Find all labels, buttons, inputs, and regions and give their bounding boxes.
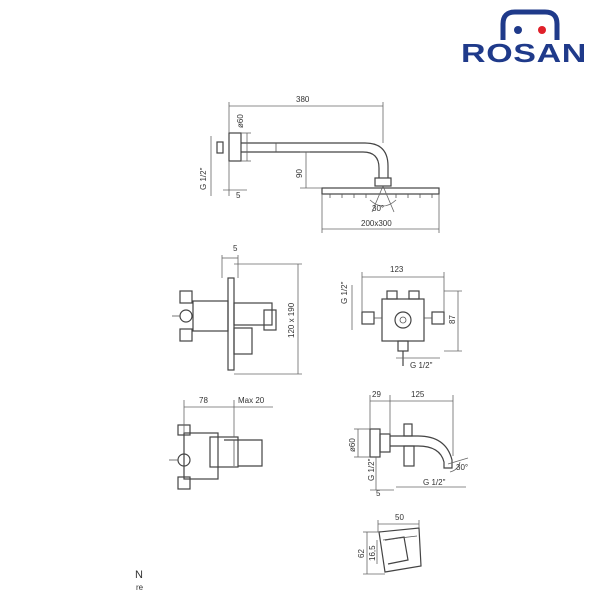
box-bottom-connector <box>177 476 191 490</box>
spout-connector-bottom <box>403 445 415 467</box>
box-body <box>183 432 219 480</box>
dim-flange-size: ø60 <box>236 114 245 128</box>
dim-front-width: 123 <box>390 265 404 274</box>
holder-bracket <box>384 536 409 565</box>
dim-arm-length: 380 <box>296 95 310 104</box>
brand-name: ROSAN <box>461 38 587 68</box>
valve-port-bottom <box>179 328 193 342</box>
dim-max-projection: Max 20 <box>238 396 265 405</box>
port-right <box>431 311 445 325</box>
dim-front-thread-bottom: G 1/2" <box>410 361 433 370</box>
dim-spout-wall-offset: 5 <box>376 489 381 498</box>
logo-dot-red <box>538 26 546 34</box>
dim-tilt-angle: 30° <box>372 204 384 213</box>
angle-arc-30 <box>369 199 397 207</box>
dim-plate-thickness: 5 <box>233 244 238 253</box>
spout-angle-arc <box>449 461 461 473</box>
mixer-handle-lever <box>263 309 277 331</box>
dim-thread: G 1/2" <box>199 167 208 190</box>
holder-body <box>378 527 422 573</box>
logo-arc-blue <box>500 9 560 40</box>
port-left <box>361 311 375 325</box>
dim-spout-thread-bottom: G 1/2" <box>423 478 446 487</box>
diverter-knob <box>403 423 413 437</box>
front-cap <box>209 436 239 468</box>
dim-front-height: 87 <box>448 315 457 324</box>
wall-flange <box>228 132 242 162</box>
spout-flange <box>369 428 381 458</box>
corner-note: N re <box>135 569 144 592</box>
dim-holder-depth: 16,5 <box>368 545 377 561</box>
front-handle <box>224 439 263 467</box>
dim-head-size: 200x300 <box>361 219 392 228</box>
shower-head-drawing: 380 ø60 G 1/2" 5 90 30° 200x300 <box>199 95 440 233</box>
corner-note-line1: N <box>135 569 143 581</box>
ball-joint <box>374 177 392 187</box>
dim-holder-height: 62 <box>357 549 366 558</box>
rosan-logo: ROSAN <box>461 9 587 68</box>
mixer-handle-base <box>233 302 273 326</box>
port-bottom <box>397 340 409 352</box>
port-top-right <box>408 290 420 300</box>
mixer-front-drawing: 123 87 G 1/2" G 1/2" <box>340 265 462 370</box>
connector-nut <box>216 141 224 154</box>
mixer-side-drawing: 5 120 x 190 <box>172 244 302 375</box>
valve-center <box>394 311 412 329</box>
mixer-section-drawing: 78 Max 20 <box>169 396 273 490</box>
dim-holder-width: 50 <box>395 513 404 522</box>
valve-port-top <box>179 290 193 304</box>
dim-spout-flange-depth: 29 <box>372 390 381 399</box>
mixer-knob <box>233 327 253 355</box>
dim-plate-size: 120 x 190 <box>287 302 296 338</box>
shower-arm-lower <box>241 151 380 178</box>
valve-housing <box>381 298 425 342</box>
holder-drawing: 50 62 16,5 <box>357 513 422 575</box>
cover-plate <box>227 277 235 371</box>
dim-drop-height: 90 <box>295 169 304 178</box>
dim-wall-offset: 5 <box>236 191 241 200</box>
shower-arm <box>241 142 389 178</box>
bath-spout-drawing: 29 125 ø60 G 1/2" 5 G 1/2" 30° <box>348 390 469 498</box>
port-top <box>386 290 398 300</box>
dim-spout-thread-left: G 1/2" <box>367 458 376 481</box>
dim-section-depth: 78 <box>199 396 208 405</box>
corner-note-line2: re <box>136 583 144 592</box>
spout-nut <box>379 433 391 453</box>
dim-spout-length: 125 <box>411 390 425 399</box>
dim-spout-angle: 30° <box>456 463 468 472</box>
valve-body <box>192 300 229 332</box>
valve-port-center <box>179 309 193 323</box>
shower-nozzles <box>329 194 433 198</box>
shower-head-plate <box>321 187 440 195</box>
dim-spout-flange-size: ø60 <box>348 438 357 452</box>
dim-front-thread-left: G 1/2" <box>340 281 349 304</box>
logo-dot-blue <box>514 26 522 34</box>
spout-body <box>390 435 453 469</box>
